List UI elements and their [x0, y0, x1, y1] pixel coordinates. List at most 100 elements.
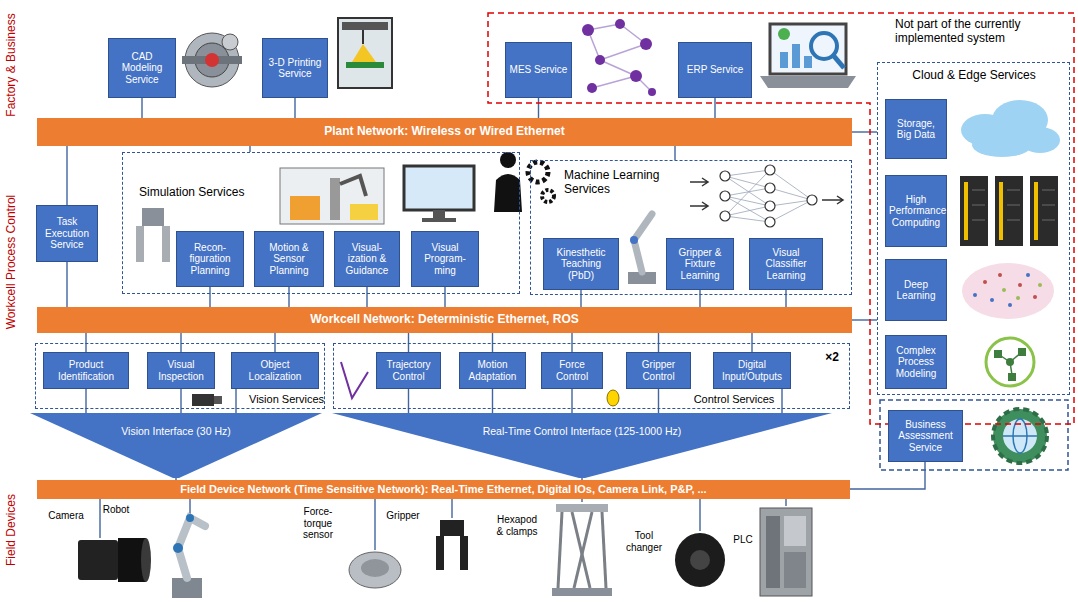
brain-icon: [1038, 283, 1042, 287]
gripper-picture: [440, 520, 464, 536]
mes-network-icon: [600, 44, 646, 60]
hexapod-picture: [558, 512, 606, 588]
device-leader: [189, 498, 190, 514]
connector-line: [141, 98, 142, 118]
service-label: Gripper & Fixture Learning: [667, 247, 733, 282]
monitor-picture: [422, 218, 456, 222]
service-box: ERP Service: [678, 42, 752, 98]
neural-net-icon: [690, 202, 708, 210]
brain-icon: [1002, 288, 1006, 292]
server-rack-icon: [1030, 176, 1058, 246]
sim-gripper-icon: [136, 226, 144, 262]
network-label: Field Device Network (Time Sensitive Net…: [37, 483, 850, 496]
neural-net-icon: [720, 191, 730, 201]
service-box: Product Identification: [43, 352, 129, 389]
robot-arm-icon: [628, 214, 656, 284]
connector-line: [852, 319, 877, 320]
server-rack-icon: [1034, 182, 1038, 240]
cad-model-picture: [222, 34, 238, 50]
neural-net-icon: [770, 188, 812, 200]
mes-network-icon: [587, 83, 597, 93]
server-rack-icon: [960, 176, 988, 246]
workcell-3d-picture: [330, 178, 340, 220]
connector-line: [674, 146, 675, 160]
mes-network-icon: [582, 19, 656, 96]
connector-line: [444, 287, 445, 307]
robot-arm-icon: [634, 214, 652, 272]
hexapod-picture: [574, 512, 592, 588]
device-label: Camera: [40, 510, 92, 522]
service-group: Cloud & Edge ServicesStorage, Big DataHi…: [877, 62, 1070, 395]
group-title: Vision Services: [244, 393, 324, 406]
server-rack-icon: [1042, 220, 1055, 221]
erp-laptop-icon: [778, 28, 790, 40]
printer-picture: [342, 22, 388, 30]
workcell-3d-picture: [340, 176, 366, 196]
mes-network-icon: [582, 24, 594, 36]
connector-line: [180, 389, 181, 413]
server-rack-icon: [1007, 190, 1020, 191]
neural-net-icon: [765, 217, 775, 227]
scope-outline: [488, 13, 1074, 424]
mes-network-icon: [595, 55, 605, 65]
mes-network-icon: [582, 19, 656, 96]
label-holder: Robot: [96, 504, 136, 516]
hexapod-picture: [552, 504, 612, 596]
label-holder: Force- torque sensor: [294, 506, 342, 541]
service-box: Trajectory Control: [376, 352, 441, 389]
service-box: Task Execution Service: [36, 205, 98, 262]
connector-line: [66, 146, 67, 205]
connector-line: [699, 290, 700, 307]
title-holder: Simulation Services: [139, 186, 269, 200]
interface-label: Vision Interface (30 Hz): [30, 425, 322, 437]
gripper-picture: [436, 520, 468, 570]
neural-net-icon: [725, 196, 770, 206]
server-rack-icon: [972, 190, 1055, 220]
mes-network-icon: [588, 24, 652, 92]
globe-gear-icon: [1003, 435, 1037, 437]
service-box: Visual Classifier Learning: [749, 238, 823, 290]
camera-mini-icon: [192, 394, 222, 406]
service-box: Storage, Big Data: [885, 99, 947, 159]
funnel-shape: [332, 413, 832, 478]
service-box: MES Service: [505, 42, 572, 98]
connector-line: [850, 462, 925, 489]
plc-picture: [760, 508, 812, 596]
neural-net-icon: [770, 170, 812, 200]
neural-net-icon: [725, 176, 770, 206]
erp-laptop-icon: [792, 44, 800, 68]
funnel-shape: [30, 413, 322, 478]
connector-line: [785, 290, 786, 307]
process-model-icon: [1006, 358, 1014, 366]
erp-laptop-icon: [760, 76, 856, 88]
neural-net-icon: [725, 176, 770, 188]
brain-icon: [983, 280, 987, 284]
title-holder: Vision Services: [244, 393, 324, 406]
server-rack-icon: [964, 182, 968, 240]
server-rack-icon: [964, 182, 1038, 240]
globe-gear-icon: [993, 409, 1047, 463]
server-rack-icon: [972, 190, 985, 191]
hexapod-picture: [558, 512, 562, 588]
interface-funnel: Vision Interface (30 Hz): [30, 413, 322, 478]
scope-note: Not part of the currently implemented sy…: [895, 17, 1065, 46]
service-label: Kinesthetic Teaching (PbD): [544, 247, 618, 282]
connector-line: [366, 287, 367, 307]
brain-icon: [990, 298, 994, 302]
neural-net-icon: [765, 165, 775, 175]
label-holder: Workcell Process Control: [5, 195, 19, 329]
storage-cloud-icon: [961, 100, 1060, 157]
service-box: Gripper Control: [626, 352, 691, 389]
process-model-icon: [994, 348, 1026, 381]
connector-line: [235, 389, 236, 413]
interface-funnel: Real-Time Control Interface (125-1000 Hz…: [332, 413, 832, 478]
label-holder: Gripper: [380, 510, 426, 522]
multiplier-note: ×2: [818, 351, 846, 365]
brain-icon: [1016, 296, 1020, 300]
camera-picture: [141, 538, 151, 582]
title-holder: Not part of the currently implemented sy…: [895, 17, 1065, 46]
neural-net-icon: [725, 206, 770, 216]
workcell-3d-picture: [280, 168, 384, 224]
funnel-shape: [332, 413, 832, 478]
layer-label: Field Devices: [5, 494, 19, 566]
